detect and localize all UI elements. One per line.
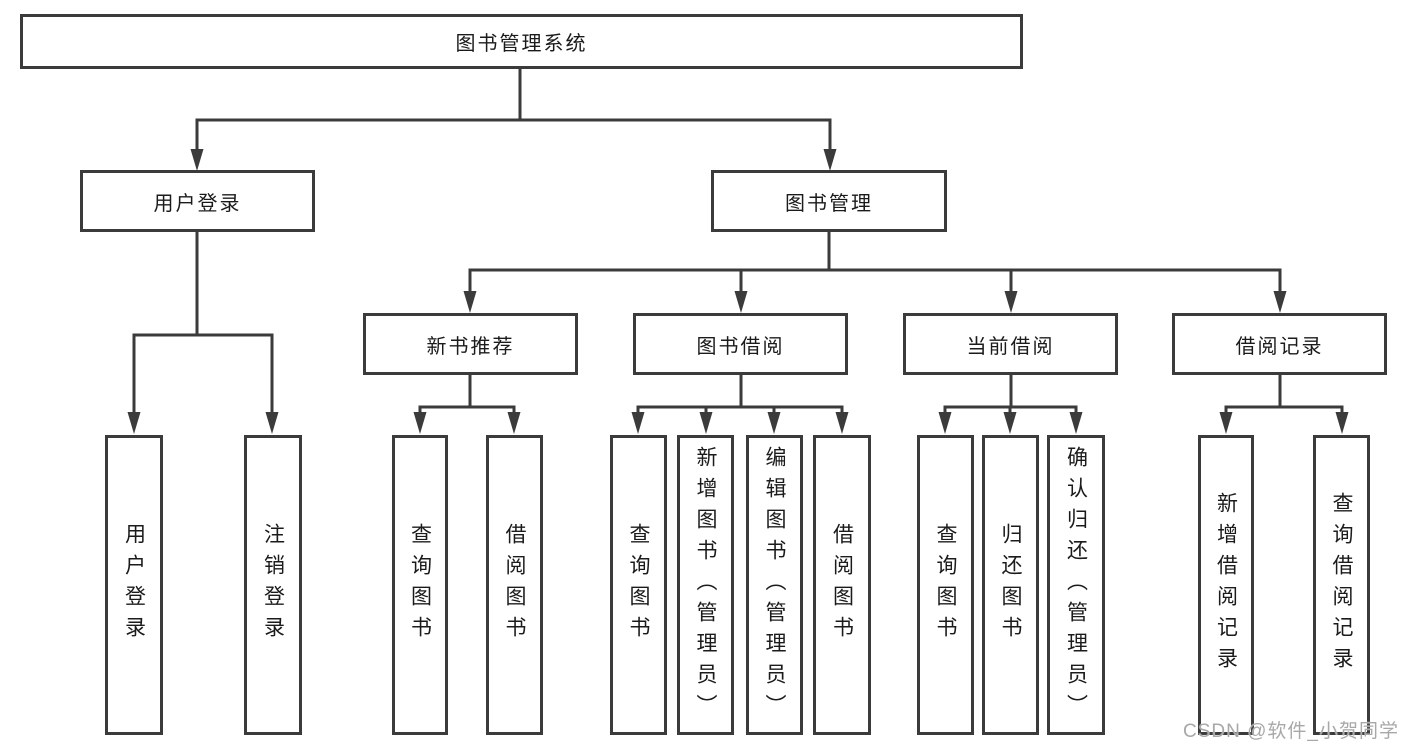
- arrow-leaf-2: [265, 412, 279, 434]
- arrow-leaf-13: [1335, 412, 1349, 434]
- connector-new-book-branch: [418, 374, 516, 414]
- leaf-user-login: 用户登录: [105, 435, 163, 735]
- leaf-logout: 注销登录: [244, 435, 302, 735]
- node-current-borrowing: 当前借阅: [903, 313, 1118, 375]
- node-new-book-recommend: 新书推荐: [363, 313, 578, 375]
- arrow-leaf-12: [1219, 412, 1233, 434]
- connector-user-login-branch: [132, 231, 274, 414]
- connector-borrow-record-branch: [1224, 374, 1344, 414]
- arrow-leaf-9: [938, 412, 952, 434]
- connector-book-mgmt-rail: [468, 231, 1282, 293]
- arrow-to-book-borrow: [734, 291, 748, 313]
- node-borrowing-records: 借阅记录: [1172, 313, 1387, 375]
- arrow-to-user-login: [190, 149, 204, 171]
- arrow-to-book-mgmt: [823, 149, 837, 171]
- leaf-return-books: 归还图书: [982, 435, 1039, 735]
- node-user-login: 用户登录: [80, 170, 315, 232]
- arrow-to-new-book: [463, 291, 477, 313]
- leaf-confirm-return-admin: 确认归还（管理员）: [1047, 435, 1105, 735]
- leaf-borrow-books-recommend: 借阅图书: [486, 435, 543, 735]
- arrow-leaf-7: [767, 412, 781, 434]
- leaf-add-borrow-record: 新增借阅记录: [1198, 435, 1254, 735]
- leaf-query-books-borrowing: 查询图书: [610, 435, 667, 735]
- connector-level2-rail: [195, 118, 832, 150]
- node-root: 图书管理系统: [20, 14, 1023, 69]
- leaf-edit-book-admin: 编辑图书（管理员）: [746, 435, 803, 735]
- arrow-leaf-5: [631, 412, 645, 434]
- connector-current-borrow-branch: [943, 374, 1078, 414]
- arrow-leaf-8: [835, 412, 849, 434]
- leaf-query-borrow-record: 查询借阅记录: [1313, 435, 1370, 735]
- arrow-leaf-1: [127, 412, 141, 434]
- leaf-query-books-recommend: 查询图书: [392, 435, 448, 735]
- leaf-borrow-books-borrowing: 借阅图书: [813, 435, 871, 735]
- node-book-borrowing: 图书借阅: [633, 313, 848, 375]
- node-book-management: 图书管理: [711, 170, 947, 232]
- arrow-to-current-borrow: [1004, 291, 1018, 313]
- arrow-leaf-4: [507, 412, 521, 434]
- arrow-to-borrow-record: [1273, 291, 1287, 313]
- leaf-query-books-current: 查询图书: [917, 435, 974, 735]
- arrow-leaf-10: [1003, 412, 1017, 434]
- leaf-add-book-admin: 新增图书（管理员）: [677, 435, 734, 735]
- arrow-leaf-3: [413, 412, 427, 434]
- arrowheads: [127, 149, 1349, 434]
- csdn-watermark: CSDN @软件_小贺同学: [1183, 721, 1399, 742]
- arrow-leaf-11: [1069, 412, 1083, 434]
- connector-book-borrow-branch: [636, 374, 844, 414]
- arrow-leaf-6: [699, 412, 713, 434]
